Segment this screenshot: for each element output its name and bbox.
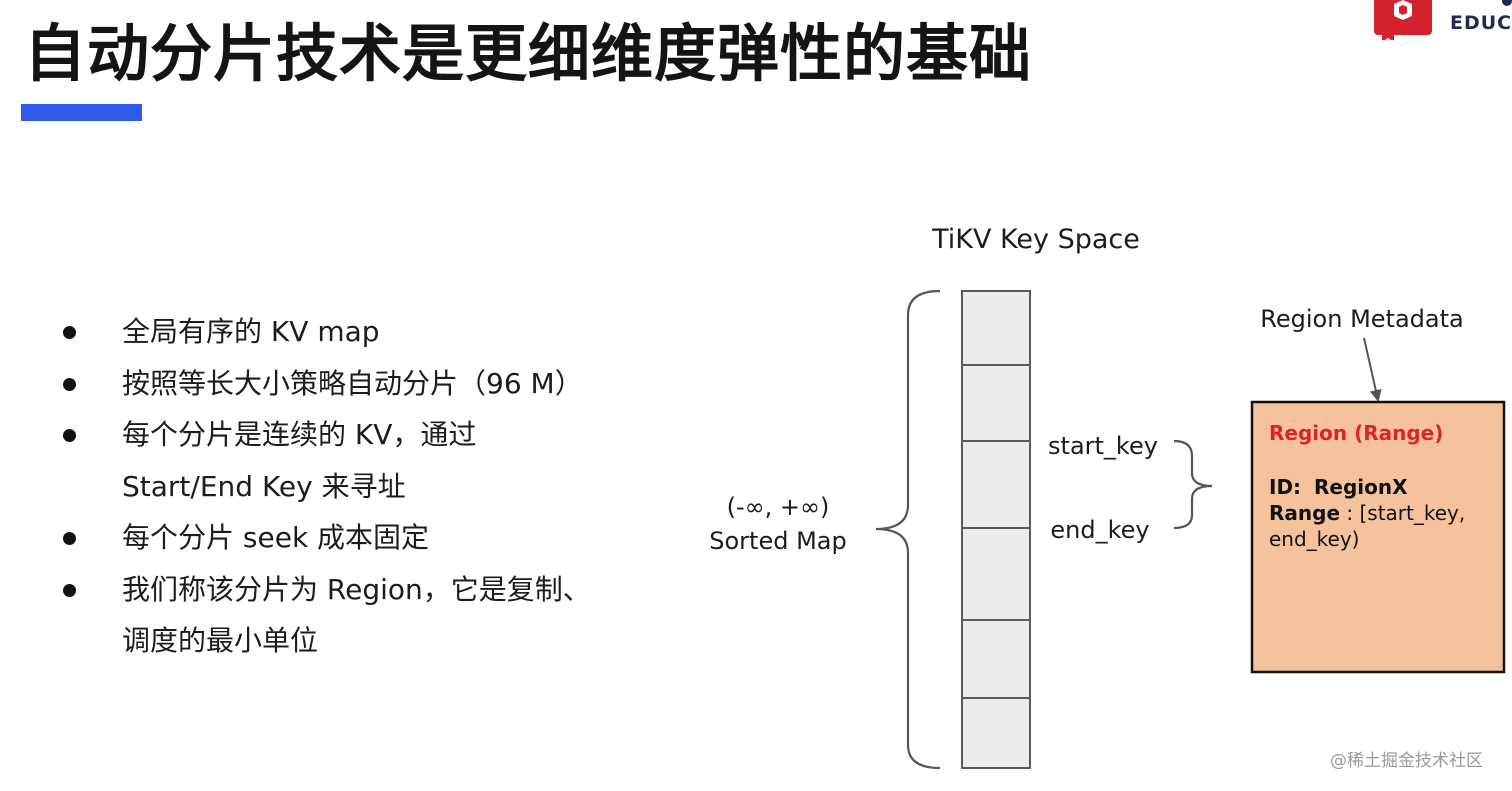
region-range-value-continued: end_key) [1269, 527, 1360, 551]
bullet-dot-icon [63, 429, 76, 442]
region-box-heading: Region (Range) [1269, 421, 1443, 445]
region-range-label: Range [1269, 501, 1340, 525]
brand-logo: EDUCA [1374, 0, 1512, 48]
bullet-text: 每个分片 seek 成本固定 [122, 521, 430, 554]
end-key-label: end_key [1050, 516, 1149, 544]
sorted-map-range: (-∞, +∞) [727, 493, 830, 521]
bullet-text: 我们称该分片为 Region，它是复制、 [122, 572, 591, 606]
metadata-arrow [1363, 337, 1382, 402]
bullet-item: 全局有序的 KV map [58, 306, 678, 358]
logo-dot [1502, 0, 1512, 6]
brand-badge-icon [1374, 0, 1432, 40]
region-id-line: ID: RegionX [1269, 475, 1408, 499]
bullet-text: 每个分片是连续的 KV，通过 [122, 418, 477, 451]
bullet-list: 全局有序的 KV map 按照等长大小策略自动分片（96 M） 每个分片是连续的… [58, 306, 678, 667]
bullet-item: 每个分片是连续的 KV，通过 Start/End Key 来寻址 [58, 409, 678, 512]
start-key-label: start_key [1048, 432, 1158, 460]
watermark-text: @稀土掘金技术社区 [1330, 751, 1483, 771]
region-metadata-label: Region Metadata [1260, 305, 1463, 333]
region-id-value: RegionX [1314, 475, 1408, 499]
sorted-map-label: Sorted Map [709, 527, 846, 555]
bullet-item: 每个分片 seek 成本固定 [58, 512, 678, 564]
bullet-text-continued: Start/End Key 来寻址 [122, 469, 406, 503]
region-box [1250, 400, 1506, 674]
bullet-text: 全局有序的 KV map [122, 315, 380, 348]
region-range-value: : [start_key, [1346, 501, 1465, 525]
bullet-dot-icon [63, 326, 76, 339]
left-curly-brace [875, 289, 941, 770]
slide-title: 自动分片技术是更细维度弹性的基础 [24, 17, 1033, 90]
bullet-item: 按照等长大小策略自动分片（96 M） [58, 358, 678, 410]
bullet-text: 按照等长大小策略自动分片（96 M） [122, 366, 583, 400]
right-curly-brace [1173, 439, 1213, 530]
region-id-label: ID: [1269, 475, 1301, 499]
region-range-line: Range : [start_key, [1269, 501, 1465, 525]
bullet-item: 我们称该分片为 Region，它是复制、 调度的最小单位 [58, 564, 678, 667]
logo-text: EDUCA [1450, 12, 1512, 34]
title-accent-bar [21, 104, 142, 121]
bullet-dot-icon [63, 377, 76, 391]
bullet-text-continued: 调度的最小单位 [122, 624, 319, 657]
key-space-column [961, 290, 1031, 769]
bullet-dot-icon [63, 583, 76, 597]
key-space-title: TiKV Key Space [931, 224, 1140, 255]
bullet-dot-icon [63, 532, 76, 545]
